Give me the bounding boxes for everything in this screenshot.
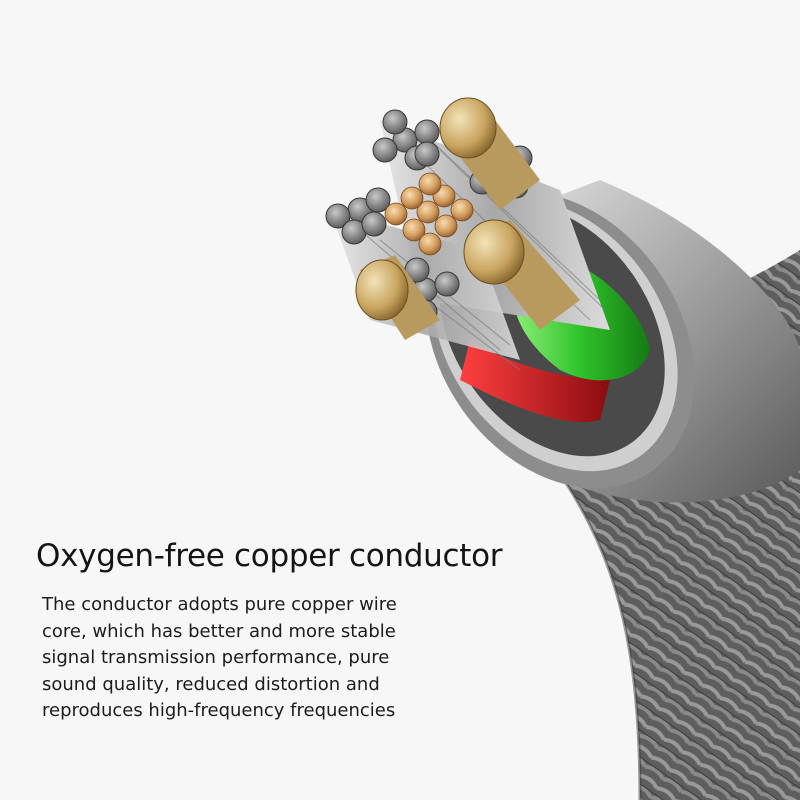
description-line: sound quality, reduced distortion and bbox=[42, 673, 380, 695]
description-line: reproduces high-frequency frequencies bbox=[42, 700, 396, 721]
feature-description: The conductor adopts pure copper wire co… bbox=[42, 592, 536, 725]
description-line: The conductor adopts pure copper wire bbox=[42, 594, 397, 615]
gold-conductor-rods bbox=[355, 97, 580, 340]
description-line: core, which has better and more stable bbox=[42, 620, 396, 642]
feature-copy: Oxygen-free copper conductor The conduct… bbox=[36, 538, 536, 725]
description-line: signal transmission performance, pure bbox=[42, 647, 390, 668]
feature-headline: Oxygen-free copper conductor bbox=[36, 538, 503, 574]
copper-core-cluster bbox=[384, 172, 474, 256]
